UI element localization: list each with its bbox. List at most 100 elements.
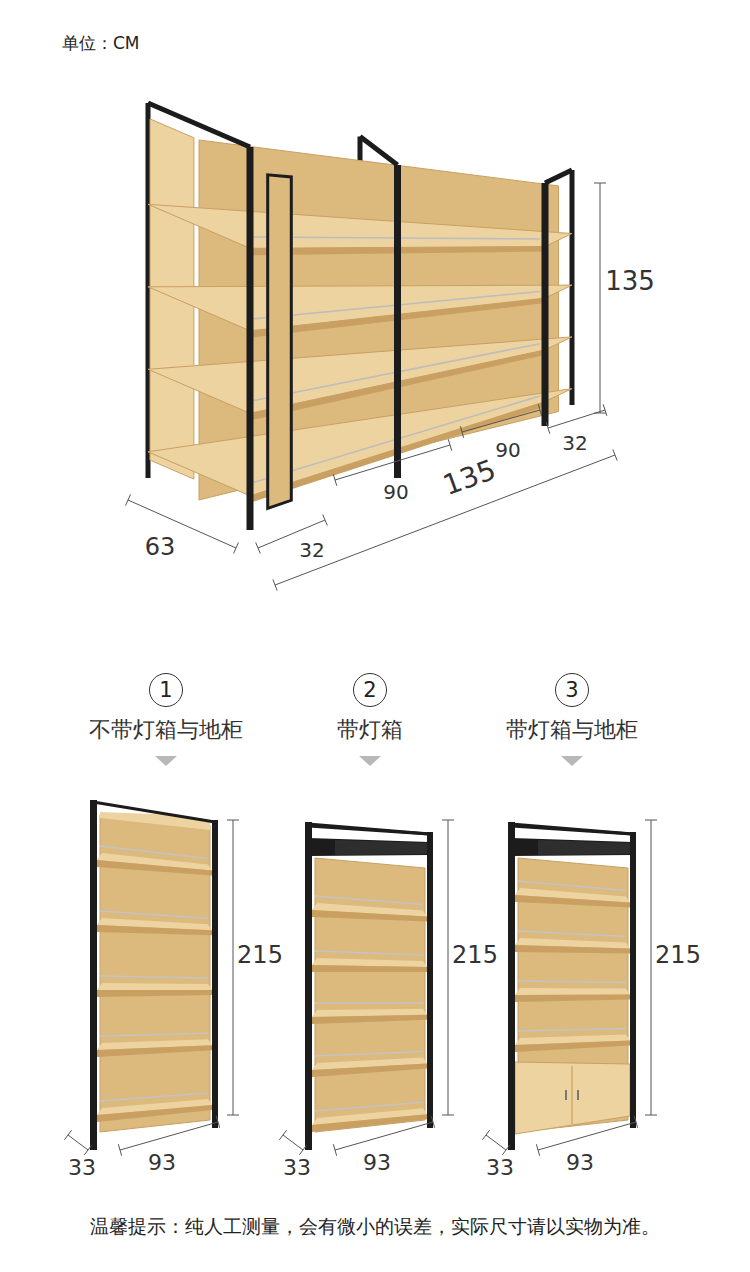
dimension-line — [486, 1135, 506, 1150]
upright-post — [247, 147, 254, 530]
dimension-tick — [84, 1145, 91, 1155]
dimension-tick — [645, 820, 657, 821]
upright-post — [90, 800, 97, 1150]
dimension-tick — [482, 1130, 489, 1140]
pointer-triangle — [359, 756, 381, 766]
dimension-tick — [431, 1116, 434, 1128]
shelf-rail — [315, 896, 423, 904]
dimension-tick — [634, 1116, 637, 1128]
shelf-edge — [97, 925, 212, 935]
dimension-line — [283, 1135, 303, 1150]
dimension-line — [448, 820, 449, 1115]
shelf-rail — [518, 981, 626, 983]
dimension-tick — [227, 1115, 239, 1116]
option-caption: 不带灯箱与地柜 — [89, 718, 243, 742]
shelf-edge — [515, 895, 630, 908]
lightbox — [538, 840, 632, 855]
shelf-edge — [312, 1114, 427, 1132]
dimension: 215 — [655, 942, 701, 968]
dimension: 32 — [562, 432, 587, 454]
dimension-tick — [536, 1144, 539, 1156]
dimension-line — [128, 500, 236, 548]
footnote: 温馨提示：纯人工测量，会有微小的误差，实际尺寸请以实物为准。 — [90, 1216, 660, 1237]
dimension-tick — [594, 183, 606, 184]
dimension: 33 — [283, 1156, 311, 1180]
shelf-edge — [312, 1064, 427, 1077]
lightbox — [335, 840, 429, 855]
dimension-line — [68, 1135, 88, 1150]
shelf-rail — [100, 846, 208, 858]
step-circle: 1不带灯箱与地柜 — [149, 673, 183, 707]
dimension-tick — [126, 495, 131, 506]
shelf-rail — [518, 931, 626, 937]
dimension-tick — [448, 439, 451, 450]
top-crossbar — [545, 170, 572, 183]
dimension-line — [651, 820, 652, 1115]
step-circle: 3带灯箱与地柜 — [555, 673, 589, 707]
dimension: 32 — [299, 539, 324, 561]
dimension-line — [335, 445, 450, 480]
upright-post — [305, 822, 312, 1150]
dimension-line — [538, 1122, 636, 1150]
dimension-tick — [279, 1130, 286, 1140]
top-crossbar — [511, 824, 633, 834]
step-number: 1 — [159, 680, 172, 701]
dimension-tick — [613, 449, 617, 460]
upright-post — [508, 822, 515, 1150]
dimension-line — [548, 410, 605, 428]
upright-post — [630, 832, 636, 1128]
step-number: 2 — [363, 680, 376, 701]
dimension: 93 — [566, 1151, 594, 1175]
dimension-line — [462, 410, 540, 432]
shelf-rail — [315, 951, 423, 955]
shelf-edge — [97, 990, 212, 997]
dimension: 215 — [452, 942, 498, 968]
shelf-edge — [515, 1041, 630, 1052]
shelf-rail — [315, 1102, 423, 1111]
top-crossbar — [148, 103, 250, 147]
shelf-rail — [518, 881, 626, 891]
dimension: 93 — [148, 1151, 176, 1175]
dimension: 90 — [495, 439, 520, 461]
upright-post — [542, 183, 549, 426]
shelf-rail — [100, 976, 208, 978]
end-cap-panel — [268, 175, 292, 509]
dimension-tick — [256, 542, 261, 553]
dimension-line — [335, 1122, 433, 1150]
cabinet-door — [571, 1066, 572, 1124]
upright-post — [570, 170, 575, 405]
shelf-board — [97, 983, 212, 990]
back-panel — [100, 812, 210, 830]
shelf-edge — [515, 945, 630, 954]
dimension: 63 — [145, 534, 176, 560]
dimension-tick — [333, 474, 336, 485]
shelf-rail — [100, 1093, 208, 1101]
shelf-board — [515, 988, 630, 995]
dimension-tick — [546, 422, 550, 433]
shelf-edge — [312, 1015, 427, 1024]
dimension-tick — [227, 820, 239, 821]
top-crossbar — [93, 802, 215, 822]
shelf-edge — [97, 1105, 212, 1122]
dimension-tick — [538, 404, 541, 416]
dimension: 93 — [363, 1151, 391, 1175]
shelf-edge — [312, 965, 427, 972]
shelf-edge — [97, 1045, 212, 1057]
upright-post — [427, 832, 433, 1128]
top-crossbar — [308, 824, 430, 834]
shelf-rail — [100, 1033, 208, 1036]
shelf-board — [148, 389, 572, 496]
upright-post — [212, 820, 218, 1128]
shelf-rail — [100, 911, 208, 918]
dimension-tick — [460, 426, 463, 438]
dimension-tick — [118, 1144, 121, 1156]
shelf-board — [148, 337, 572, 413]
lightbox — [309, 838, 429, 856]
dimension-line — [120, 1122, 218, 1150]
dimension-tick — [603, 404, 607, 415]
dimension: 33 — [486, 1156, 514, 1180]
dimension-tick — [216, 1116, 219, 1128]
dimension: 90 — [383, 481, 408, 503]
